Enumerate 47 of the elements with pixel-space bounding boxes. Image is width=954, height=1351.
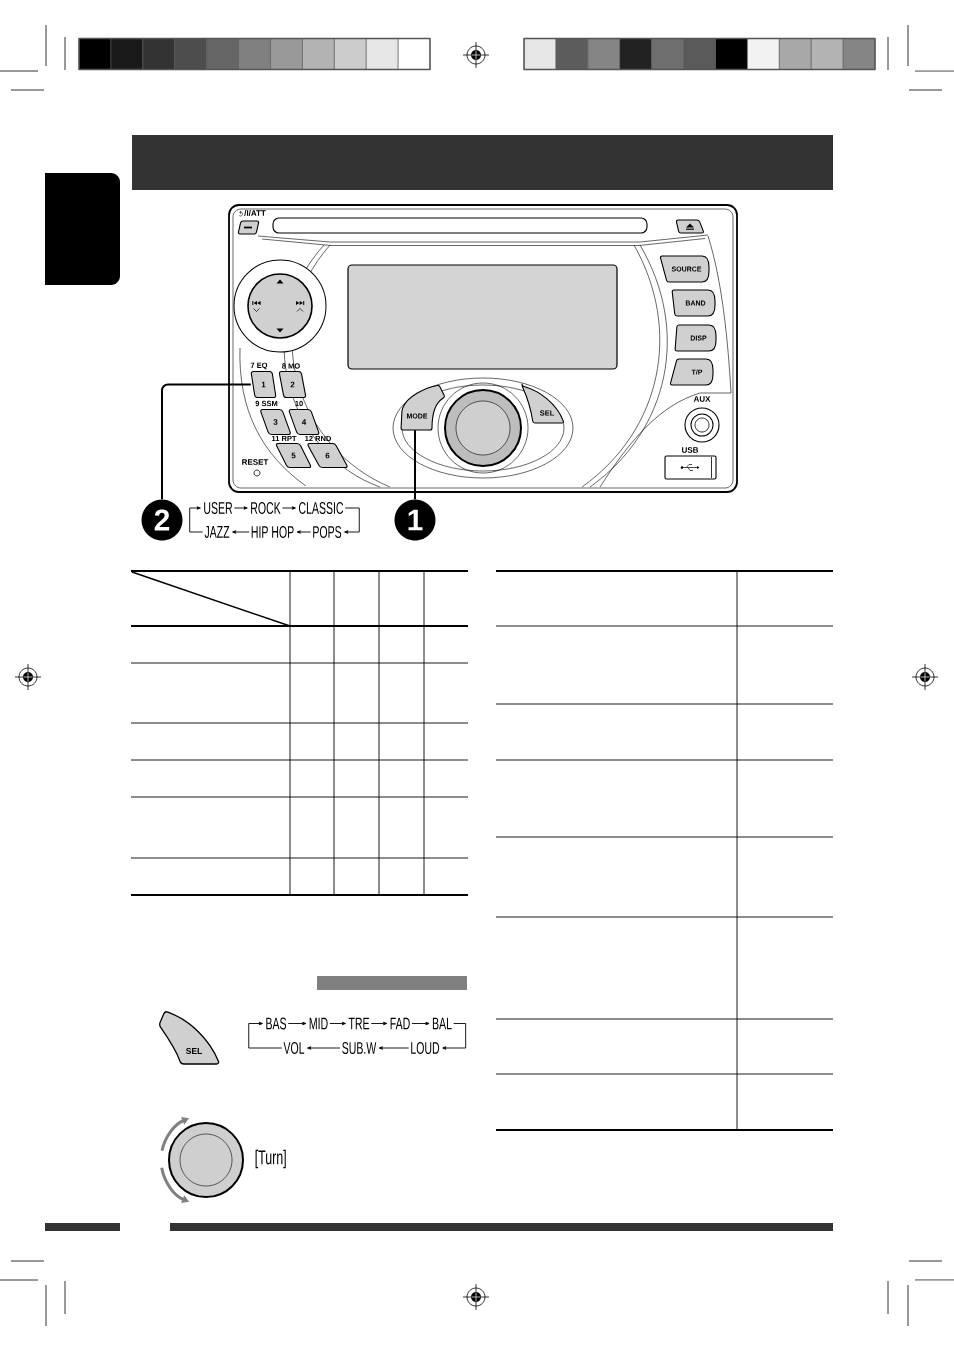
menu-item: FAD	[390, 1017, 410, 1030]
menu-item: TRE	[348, 1017, 370, 1030]
side-tab	[45, 173, 120, 285]
menu-item: JAZZ	[204, 526, 230, 538]
arrow	[233, 506, 248, 510]
menu-item: BAS	[266, 1017, 287, 1030]
preset-button: 3	[260, 408, 291, 436]
arrow	[329, 1021, 346, 1026]
arrow	[307, 1046, 341, 1050]
callout-number: 2	[141, 499, 183, 541]
jack-label: AUX	[693, 396, 711, 402]
arrow	[282, 506, 296, 510]
arrow	[248, 1021, 283, 1049]
arrow	[442, 1023, 467, 1050]
arrow	[344, 507, 360, 534]
preset-button: 6	[307, 442, 348, 469]
preset-button: 4	[288, 408, 320, 436]
port-label: USB	[682, 447, 699, 453]
leader-line	[414, 429, 416, 501]
menu-item: BAL	[432, 1017, 452, 1030]
menu-item: HIP HOP	[251, 526, 294, 539]
display-screen	[347, 264, 618, 370]
menu-item: POPS	[313, 526, 342, 539]
button-label: RESET	[242, 459, 269, 465]
arrow	[296, 530, 312, 534]
menu-item: MID	[309, 1017, 328, 1030]
button-label: /I/ATT	[244, 210, 266, 216]
arrow	[189, 506, 204, 533]
menu-item: CLASSIC	[299, 502, 344, 515]
menu-item: USER	[204, 502, 233, 515]
arrow	[378, 1046, 410, 1050]
sel-button: SEL	[159, 1011, 220, 1065]
preset-button: 1	[250, 370, 277, 399]
arrow	[411, 1021, 430, 1026]
callout-number: 1	[394, 499, 436, 541]
menu-item: SUB.W	[342, 1042, 377, 1055]
menu-item: LOUD	[411, 1042, 440, 1055]
preset-button: 5	[275, 442, 312, 469]
leader-line	[161, 383, 252, 501]
arrow	[232, 530, 250, 534]
action-label: [Turn]	[255, 1149, 286, 1169]
menu-item: VOL	[283, 1042, 305, 1055]
section-bar	[317, 976, 467, 990]
arrow	[287, 1021, 307, 1026]
arrow	[370, 1021, 388, 1026]
menu-item: ROCK	[251, 502, 281, 515]
cd-slot	[272, 217, 648, 234]
